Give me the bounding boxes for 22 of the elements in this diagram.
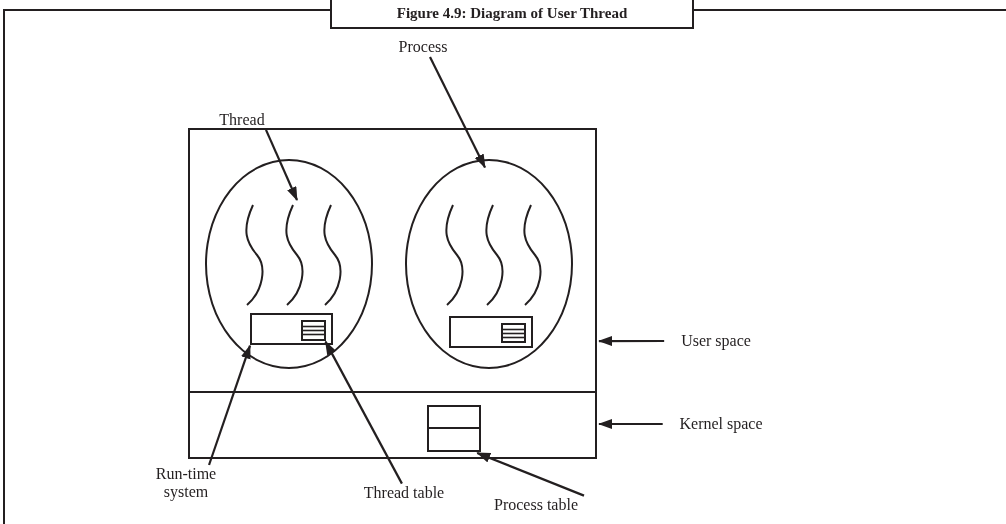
label-text: Process table (476, 496, 596, 514)
label-text: Thread (212, 111, 272, 129)
run-time-system-box (449, 316, 533, 348)
arrow (265, 129, 298, 201)
arrow (598, 336, 665, 347)
process-ellipse (205, 159, 373, 369)
space-region-box (188, 391, 597, 459)
process-table-box (427, 405, 481, 452)
label-text: User space (668, 332, 764, 350)
run-time-system-box (250, 313, 333, 345)
label-text: Kernel space (666, 415, 776, 433)
label-text: Thread table (352, 484, 456, 502)
figure-title: Figure 4.9: Diagram of User Thread (330, 0, 694, 29)
arrow (208, 344, 252, 466)
label-text: Process (388, 38, 458, 56)
arrow (476, 451, 585, 497)
arrow (324, 340, 403, 485)
space-region-box (188, 128, 597, 393)
arrow (598, 419, 663, 429)
arrow (429, 56, 486, 169)
label-text: Run-time system (150, 465, 222, 505)
process-ellipse (405, 159, 573, 369)
